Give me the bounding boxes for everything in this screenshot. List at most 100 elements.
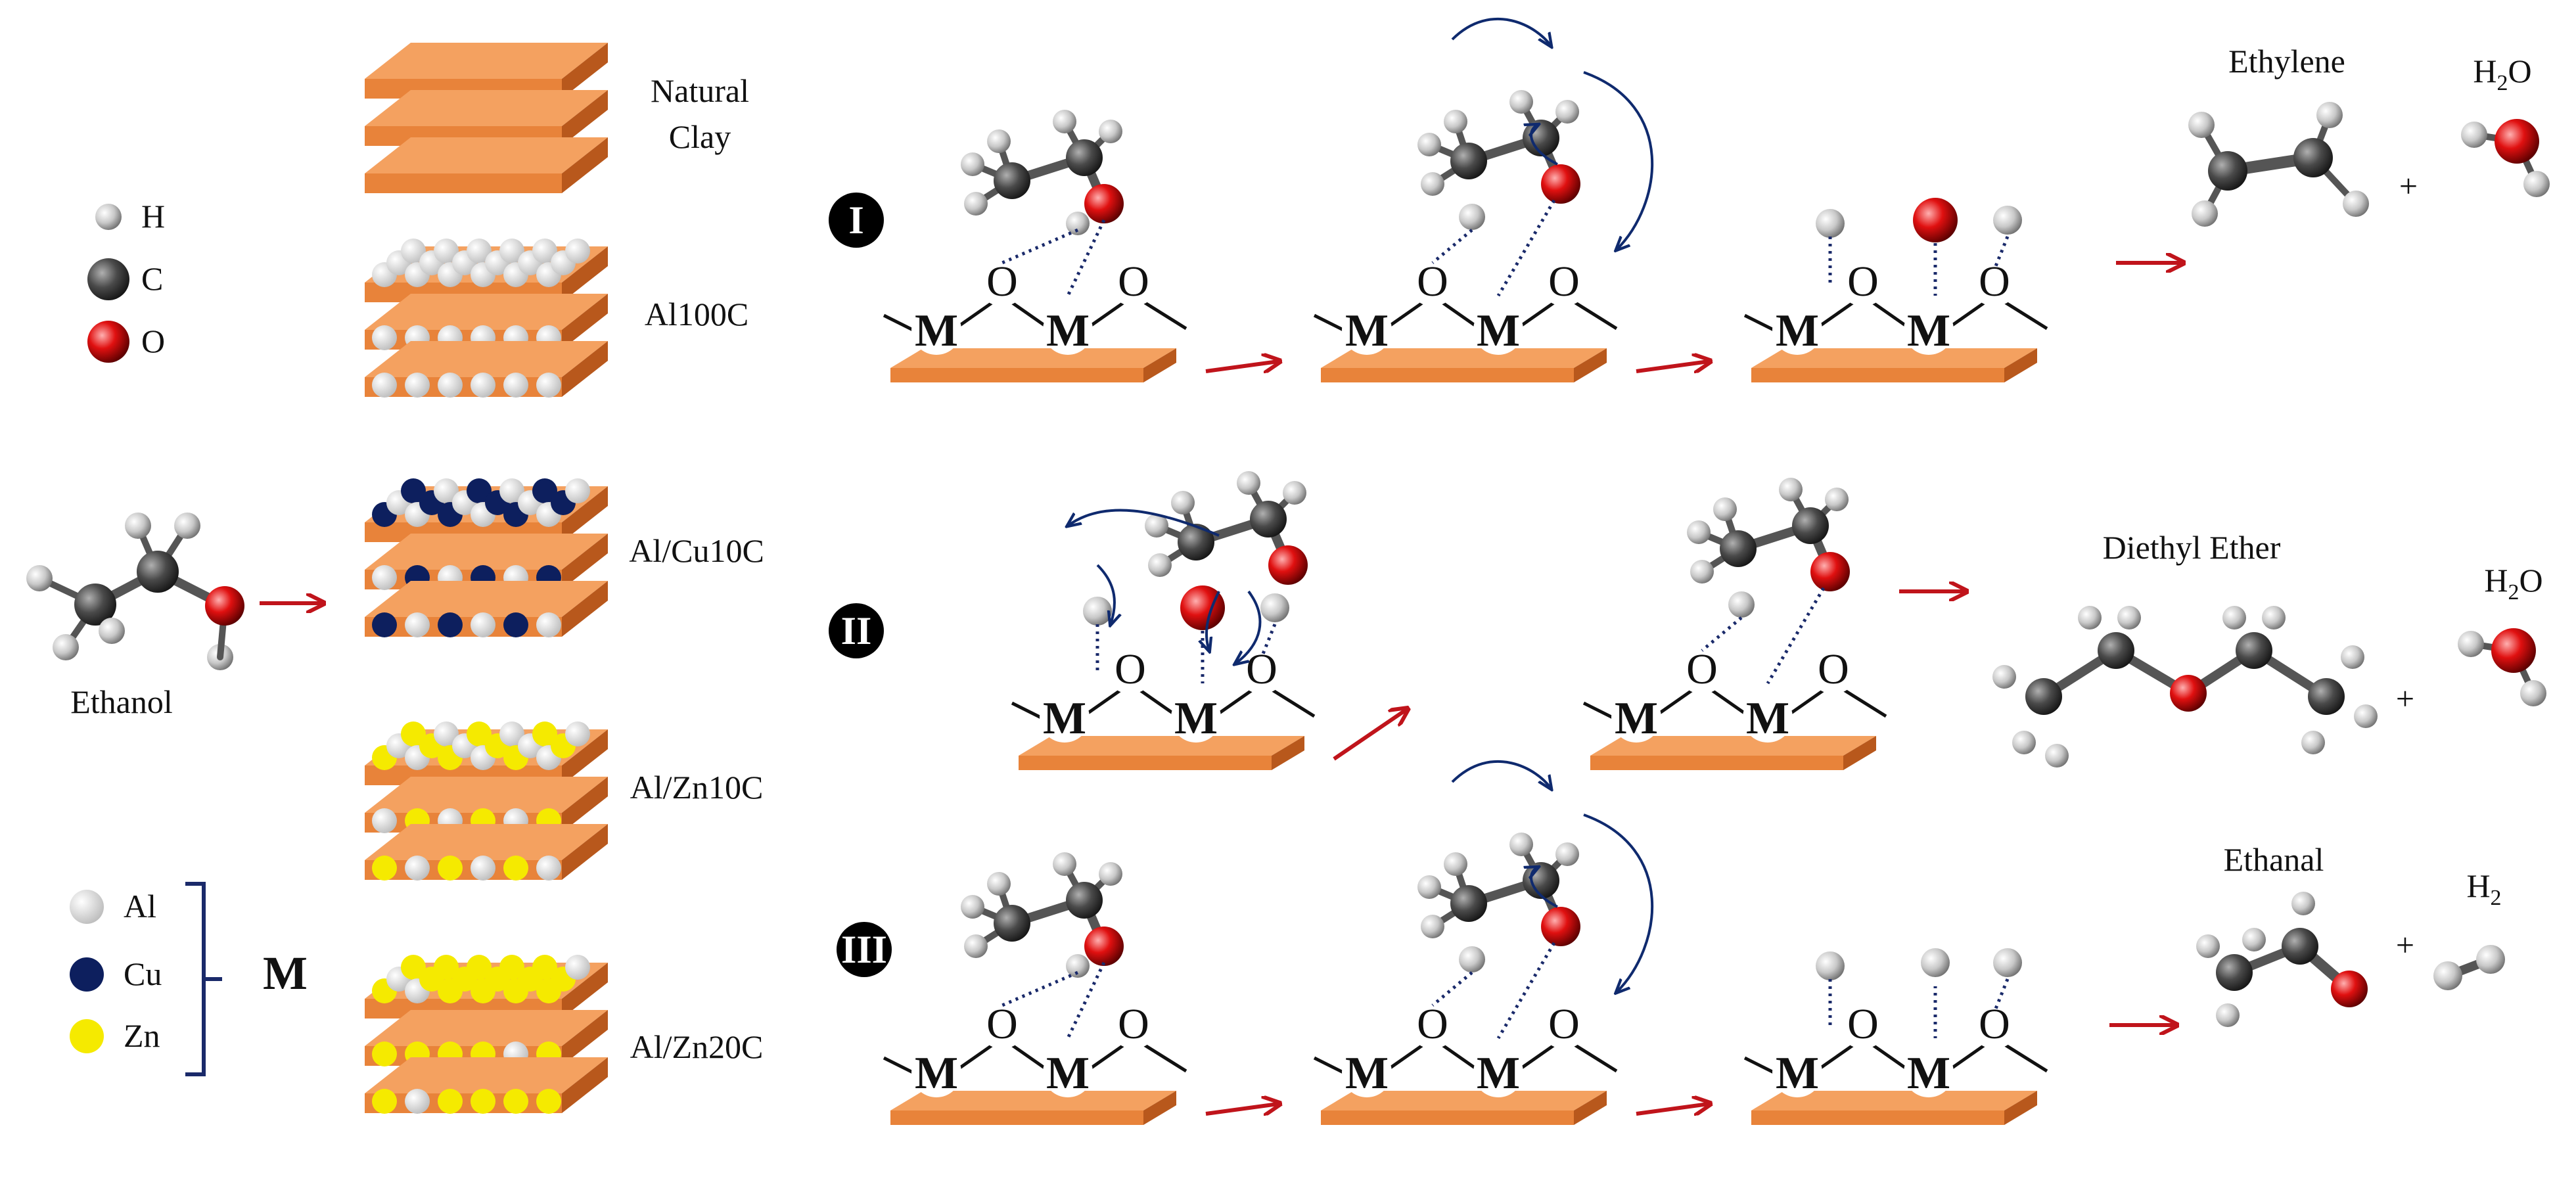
- product-name: Ethylene: [2228, 43, 2345, 80]
- ethanol-molecule: [1145, 471, 1308, 585]
- surface-oxygen-label: O: [1417, 1000, 1448, 1048]
- hydrogen-atom: [2262, 606, 2286, 629]
- oxygen-atom: [1541, 164, 1580, 204]
- site-label-bg: [1969, 999, 2019, 1049]
- site-label-bg: [1838, 999, 1888, 1049]
- carbon-atom: [1178, 524, 1214, 561]
- catalyst-label: Al/Zn10C: [630, 769, 764, 806]
- product-name: Diethyl Ether: [2103, 529, 2281, 566]
- site-label-bg: [1342, 305, 1392, 355]
- catalyst-surface: [1321, 348, 1607, 382]
- oxygen-atom: [2491, 628, 2536, 673]
- surface-metal-label: M: [1776, 306, 1819, 356]
- surface-metal-label: M: [1746, 693, 1789, 744]
- site-label-bg: [1904, 305, 1954, 355]
- dopant-particle: [401, 239, 426, 263]
- catalyst-surface: [1019, 736, 1304, 770]
- surface-front: [1751, 368, 2004, 382]
- hydrogen-atom: [1555, 842, 1579, 866]
- site-label-bg: [1408, 999, 1458, 1049]
- carbon-atom: [2282, 928, 2318, 965]
- catalyst-surface: [1751, 348, 2037, 382]
- layer-side: [562, 777, 608, 833]
- hydrogen-atom: [961, 895, 984, 919]
- hydrogen-atom: [961, 152, 984, 176]
- hydrogen-atom: [2196, 934, 2220, 958]
- layer-top: [365, 294, 608, 330]
- site-label-bg: [1772, 1047, 1822, 1097]
- catalyst-label: Natural: [651, 72, 749, 109]
- interaction-line: [1260, 624, 1277, 658]
- site-label-bg: [1969, 256, 2019, 306]
- dopant-particle: [532, 239, 557, 263]
- hydrogen-atom: [1237, 471, 1260, 495]
- carbon-atom: [1250, 501, 1287, 538]
- surface-oxygen-label: O: [1118, 258, 1149, 306]
- hydrogen-atom: [2078, 606, 2102, 629]
- layer-top: [365, 581, 608, 617]
- electron-arrow: [1096, 564, 1115, 624]
- hydrogen-atom: [125, 513, 151, 539]
- site-label-bg: [1043, 1047, 1093, 1097]
- hydrogen-atom: [1421, 172, 1444, 196]
- surface-front: [1019, 756, 1272, 770]
- hydrogen-atom: [2343, 191, 2369, 217]
- surface-metal-label: M: [1046, 1048, 1090, 1099]
- legend-al-label: Al: [124, 888, 156, 925]
- byproduct-molecule: [2458, 628, 2546, 706]
- dopant-particle: [372, 325, 397, 350]
- ethanol-molecule: [1417, 90, 1580, 204]
- hydrogen-atom: [1053, 110, 1076, 133]
- dopant-particle: [499, 721, 524, 746]
- layer-side: [562, 43, 608, 99]
- catalyst-label: Al/Cu10C: [629, 532, 764, 569]
- legend-al-marker: [70, 890, 104, 924]
- surface-front: [890, 368, 1143, 382]
- dopant-particle: [565, 239, 590, 263]
- dopant-particle: [401, 721, 426, 746]
- site-label-bg: [1408, 256, 1458, 306]
- carbon-atom: [137, 551, 179, 593]
- byproduct-name: H2: [2466, 867, 2501, 910]
- hydrogen-atom: [964, 192, 988, 216]
- pathway-badge: [837, 922, 892, 977]
- site-label-bg: [1838, 256, 1888, 306]
- surface-oxygen-label: O: [1847, 1000, 1879, 1048]
- hydrogen-atom: [2523, 171, 2550, 197]
- hydrogen-atom: [26, 565, 53, 591]
- dopant-particle: [405, 1089, 430, 1114]
- surface-side: [1143, 348, 1176, 382]
- dopant-particle: [565, 955, 590, 980]
- hydrogen-atom: [2301, 731, 2325, 754]
- surface-oxygen-label: O: [1115, 645, 1146, 693]
- site-label-bg: [977, 999, 1027, 1049]
- surface-side: [2004, 348, 2037, 382]
- legend-c-atom: [87, 258, 129, 300]
- dopant-particle: [372, 373, 397, 398]
- surface-oxygen-label: O: [1417, 258, 1448, 306]
- surface-side: [1843, 736, 1876, 770]
- electron-arrow: [1583, 813, 1654, 992]
- dopant-particle: [434, 239, 459, 263]
- site-label-bg: [1539, 999, 1589, 1049]
- surface-oxygen-label: O: [1246, 645, 1277, 693]
- dopant-particle: [499, 955, 524, 980]
- byproduct-name: H2O: [2484, 562, 2542, 605]
- legend-o-atom: [87, 321, 129, 363]
- hydrogen-atom: [1459, 946, 1485, 973]
- hydrogen-atom: [1417, 875, 1441, 899]
- interaction-line: [1701, 616, 1743, 652]
- dopant-particle: [405, 373, 430, 398]
- hydrogen-atom: [2458, 631, 2484, 657]
- hydrogen-atom: [2188, 112, 2215, 138]
- hydrogen-atom: [2242, 928, 2266, 951]
- plus-sign: +: [2396, 680, 2414, 717]
- surface-metal-label: M: [1477, 306, 1520, 356]
- site-label-bg: [1539, 256, 1589, 306]
- site-label-bg: [911, 1047, 961, 1097]
- site-label-bg: [1473, 305, 1523, 355]
- oxygen-atom: [1268, 545, 1308, 585]
- hydrogen-atom: [174, 513, 200, 539]
- site-label-bg: [1677, 644, 1727, 694]
